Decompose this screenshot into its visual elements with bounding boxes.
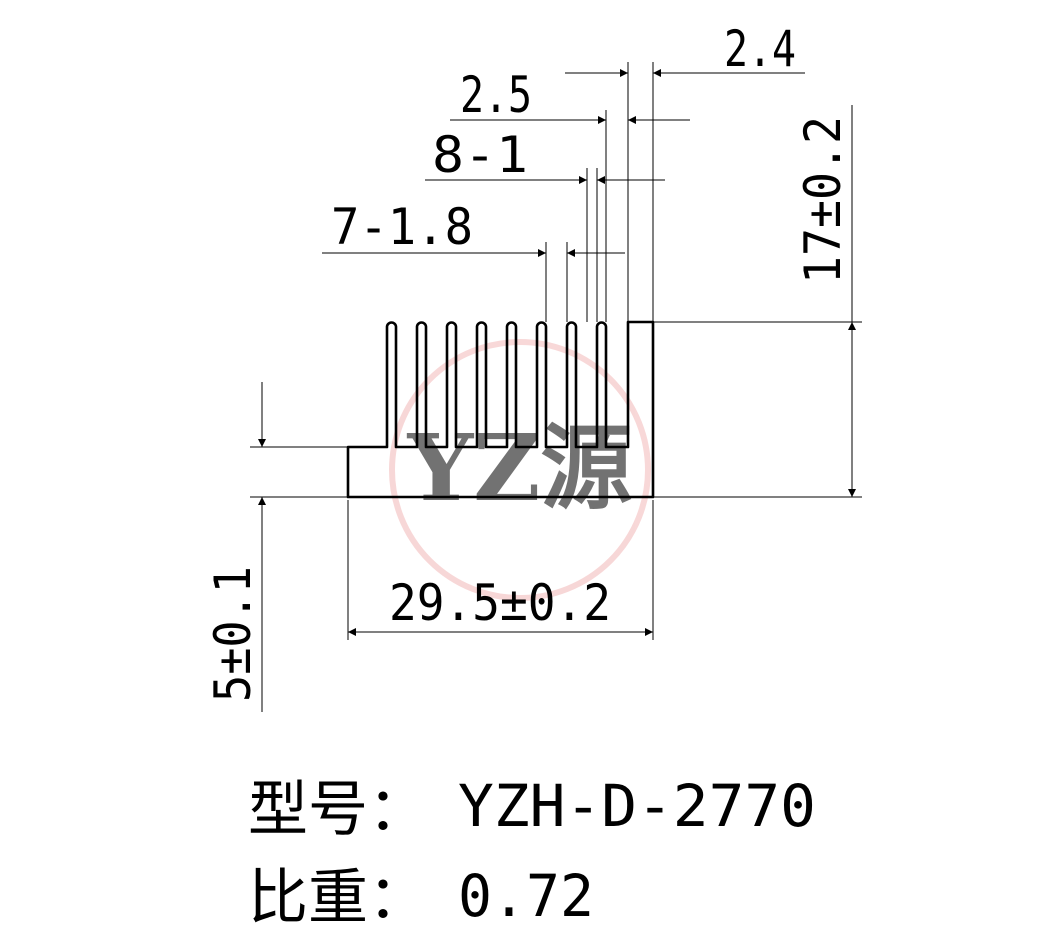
watermark-text: YZ源 bbox=[407, 414, 633, 522]
model-label: 型号： bbox=[248, 775, 428, 845]
dim-fin-pitch: 2.4 bbox=[724, 20, 796, 78]
dim-total-width: 29.5±0.2 bbox=[389, 574, 611, 632]
density-label: 比重： bbox=[248, 863, 428, 933]
density-value: 0.72 bbox=[458, 862, 594, 930]
extension-lines bbox=[250, 62, 862, 640]
dimension-lines bbox=[258, 69, 856, 712]
dim-fin-gap: 2.5 bbox=[460, 66, 532, 124]
dim-gap-count-width: 7-1.8 bbox=[331, 198, 473, 256]
heatsink-profile-outline bbox=[346, 320, 655, 499]
model-value: YZH-D-2770 bbox=[458, 772, 816, 840]
dim-fin-count-thickness: 8-1 bbox=[432, 126, 528, 184]
dim-base-height: 5±0.1 bbox=[204, 566, 262, 702]
watermark-logo: YZ源 bbox=[389, 339, 651, 601]
dim-total-height: 17±0.2 bbox=[794, 116, 852, 284]
